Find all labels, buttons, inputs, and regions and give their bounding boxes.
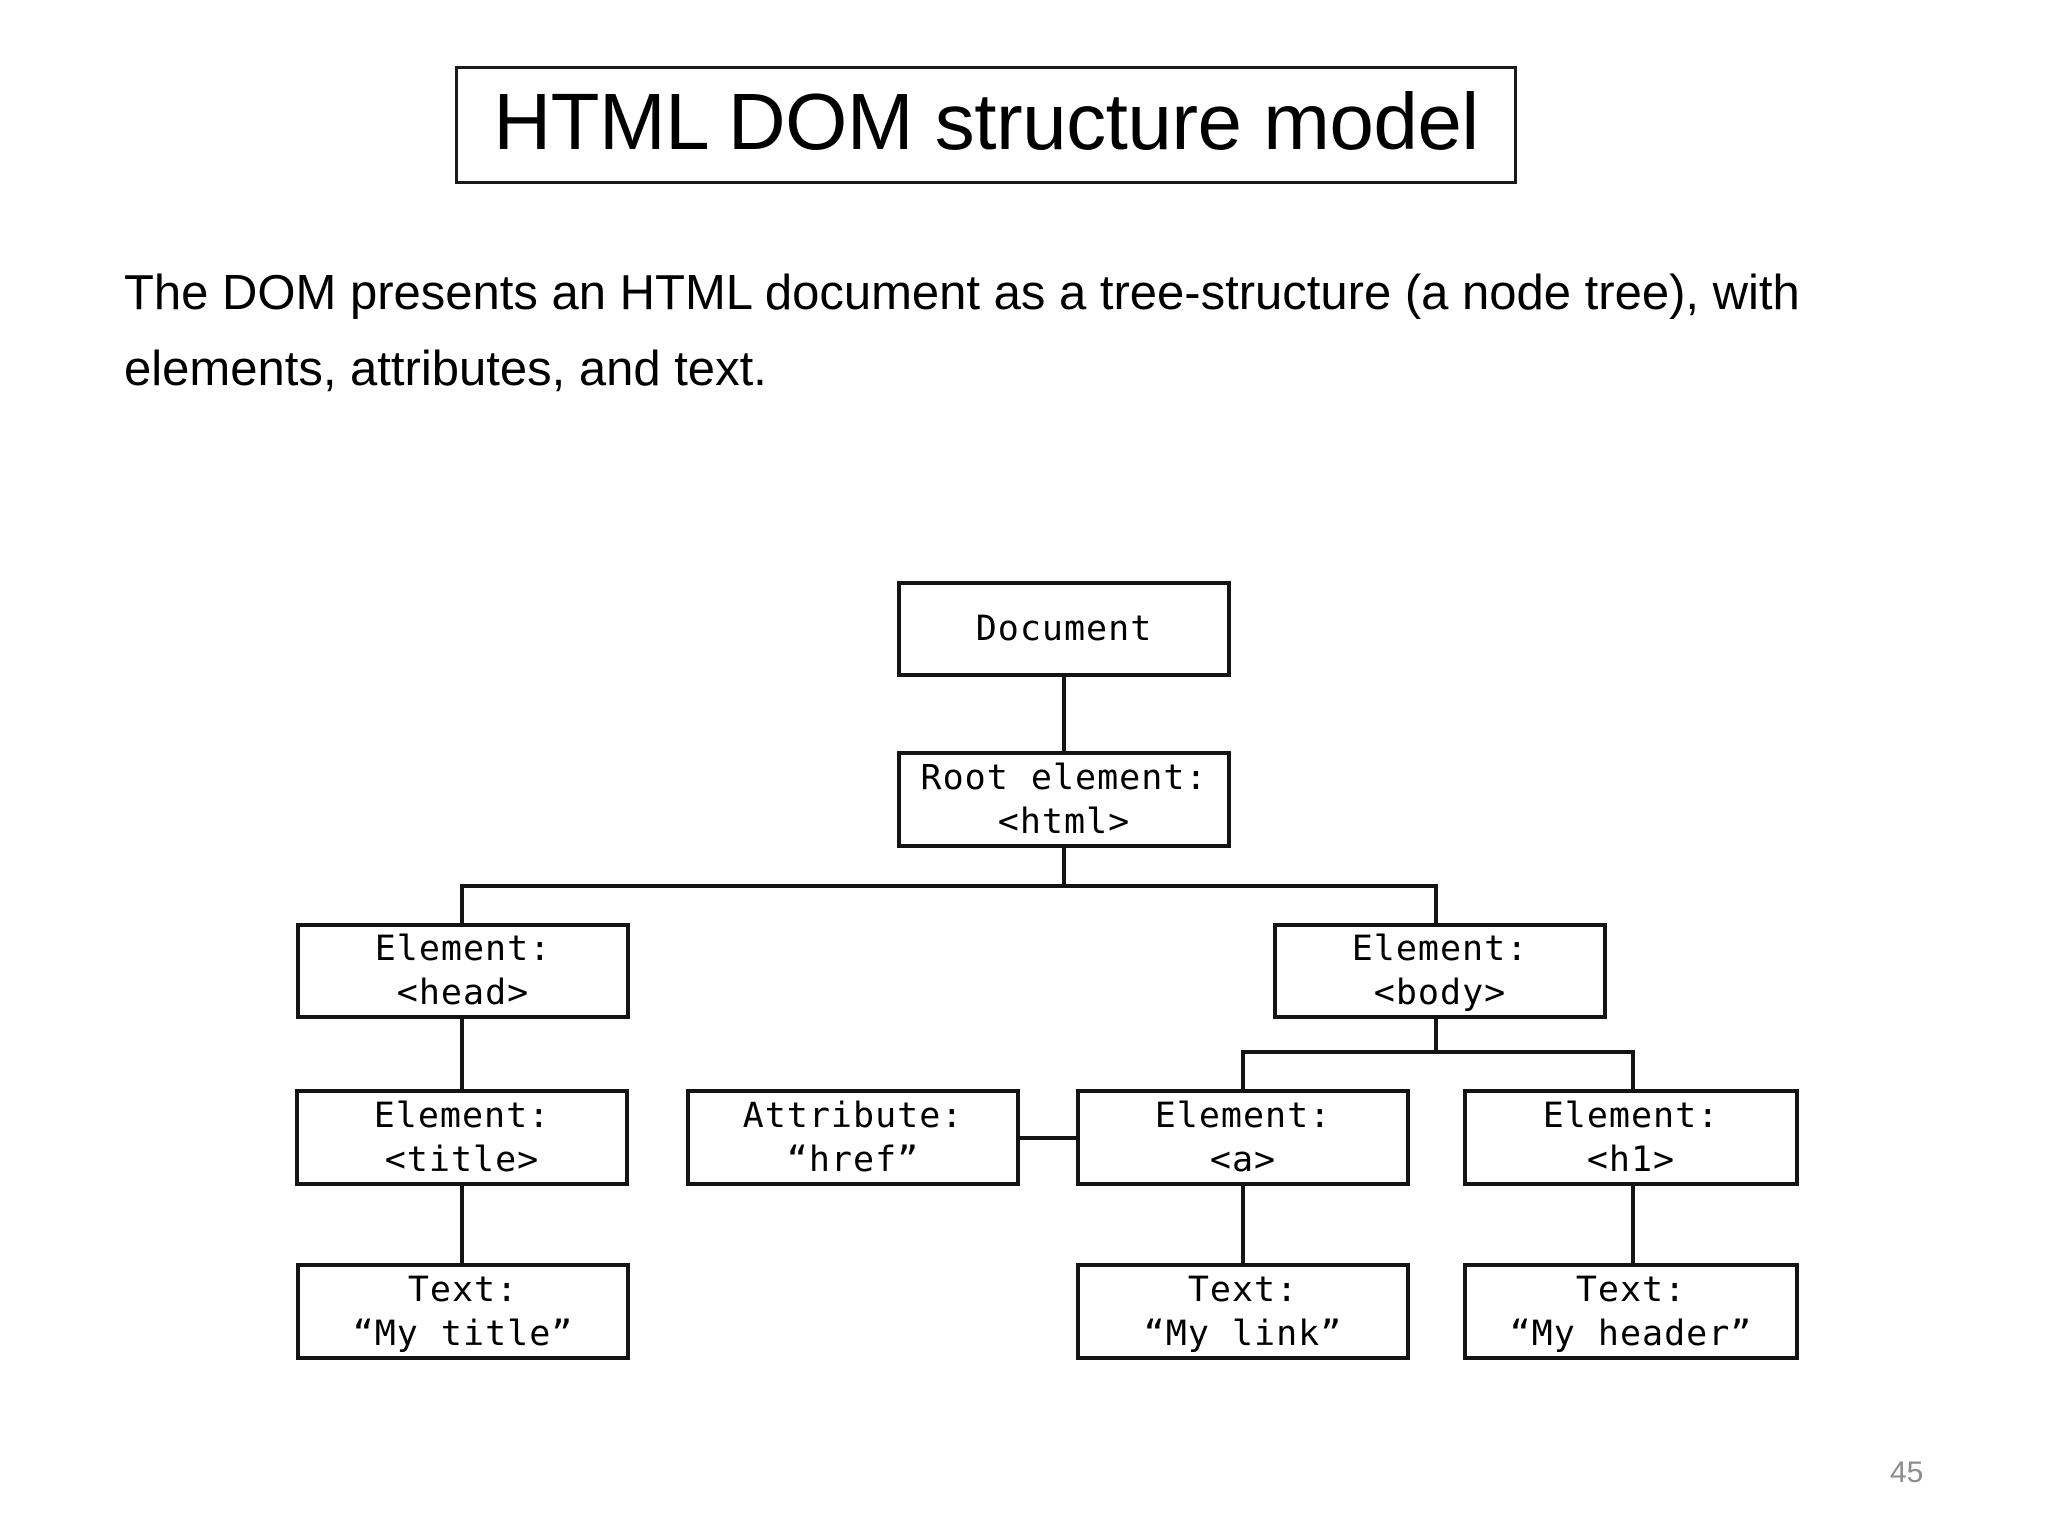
node-text-title-line2: “My title” [352,1313,574,1354]
page-title: HTML DOM structure model [493,77,1479,166]
edge-bus-anchor [1241,1050,1245,1091]
slide-body-paragraph: The DOM presents an HTML document as a t… [124,266,1800,396]
node-text-link-line1: Text: [1187,1269,1299,1310]
edge-root-stub [1062,846,1066,886]
edge-anchor-text [1241,1184,1245,1264]
edge-bus-body [1434,884,1438,925]
node-body-line2: <body> [1373,973,1507,1013]
edge-bus-h1 [1631,1050,1635,1091]
node-text-title-line1: Text: [407,1269,519,1310]
node-attribute-line1: Attribute: [742,1095,964,1136]
node-head-line2: <head> [396,973,530,1013]
edge-h1-text [1631,1184,1635,1264]
node-element-title[interactable]: Element: <title> [295,1089,629,1186]
edge-attribute-anchor [1018,1136,1078,1140]
edge-bus-head [460,884,464,925]
node-root-element[interactable]: Root element: <html> [897,751,1231,848]
node-title-line2: <title> [384,1139,540,1180]
node-text-my-link[interactable]: Text: “My link” [1076,1263,1410,1360]
node-attribute-line2: “href” [786,1139,920,1180]
node-anchor-line2: <a> [1209,1139,1277,1180]
edge-title-text [460,1184,464,1264]
node-element-head[interactable]: Element: <head> [296,923,630,1019]
edge-document-root [1062,675,1066,753]
node-root-line2: <html> [997,801,1131,842]
node-element-anchor[interactable]: Element: <a> [1076,1089,1410,1186]
node-text-header-line2: “My header” [1509,1313,1753,1354]
node-attribute-href[interactable]: Attribute: “href” [686,1089,1020,1186]
node-head-line1: Element: [374,929,552,969]
node-document[interactable]: Document [897,581,1231,677]
node-text-my-title[interactable]: Text: “My title” [296,1263,630,1360]
node-h1-line1: Element: [1542,1095,1720,1136]
slide-title-box: HTML DOM structure model [455,66,1517,184]
node-text-link-line2: “My link” [1143,1313,1343,1354]
node-element-body[interactable]: Element: <body> [1273,923,1607,1019]
node-document-line1: Document [975,609,1153,649]
node-element-h1[interactable]: Element: <h1> [1463,1089,1799,1186]
edge-head-title [460,1017,464,1091]
edge-body-bus [1241,1050,1635,1054]
node-text-my-header[interactable]: Text: “My header” [1463,1263,1799,1360]
node-root-line1: Root element: [920,757,1208,798]
edge-root-bus [460,884,1438,888]
node-anchor-line1: Element: [1154,1095,1332,1136]
node-body-line1: Element: [1351,929,1529,969]
edge-body-stub [1434,1017,1438,1052]
node-h1-line2: <h1> [1586,1139,1676,1180]
node-title-line1: Element: [373,1095,551,1136]
node-text-header-line1: Text: [1575,1269,1687,1310]
page-number: 45 [1890,1456,1924,1489]
